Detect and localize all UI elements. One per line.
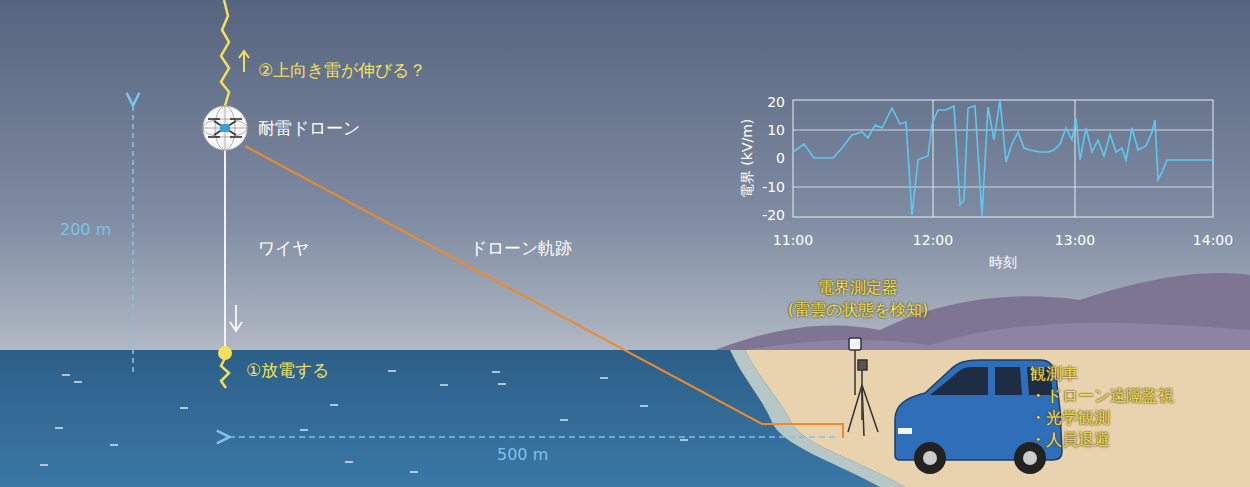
beach [745, 350, 1250, 487]
axis-tick: 10 [767, 122, 785, 139]
dimension: 500 m [497, 445, 548, 464]
axis-tick: -20 [762, 207, 785, 224]
note: ・人員退避 [1030, 430, 1110, 449]
callout-text: ①放電する [246, 360, 329, 380]
down-arrow [230, 305, 242, 331]
axis-tick: 20 [767, 94, 785, 111]
axis-tick: 14:00 [1193, 232, 1233, 249]
sea [0, 350, 1250, 487]
axis-title: 時刻 [989, 254, 1017, 271]
callout-text: ②上向き雷が伸びる？ [258, 60, 426, 80]
note: ・光学観測 [1030, 408, 1110, 427]
axis-tick: 0 [776, 150, 785, 167]
shore-foam [730, 350, 905, 487]
distance-dimension [228, 436, 835, 438]
note: (雷雲の状態を検知) [788, 300, 928, 319]
upward-lightning [221, 0, 229, 106]
note: ・ドローン遠隔監視 [1030, 386, 1174, 405]
field-meter [848, 338, 878, 436]
axis-title: 電界 (kV/m) [740, 118, 757, 197]
axis-tick: 12:00 [913, 232, 953, 249]
wire-end [218, 346, 232, 360]
part-name: 電界測定器 [818, 278, 898, 297]
height-dimension [132, 104, 134, 372]
field-chart [793, 100, 1213, 217]
dimension: 200 m [60, 220, 111, 239]
part-name: 観測車 [1030, 364, 1078, 383]
wire [224, 150, 226, 352]
wave-marks [40, 371, 688, 472]
axis-tick: 13:00 [1055, 232, 1095, 249]
part-name: ドローン軌跡 [470, 238, 572, 258]
axis-tick: 11:00 [773, 232, 813, 249]
far-hills [690, 273, 1250, 360]
up-arrow [239, 51, 249, 72]
discharge-spark [221, 358, 229, 388]
part-name: ワイヤ [258, 238, 309, 258]
sky [0, 0, 1250, 360]
part-name: 耐雷ドローン [258, 118, 360, 138]
lightning-proof-drone [203, 106, 247, 150]
axis-tick: -10 [762, 179, 785, 196]
